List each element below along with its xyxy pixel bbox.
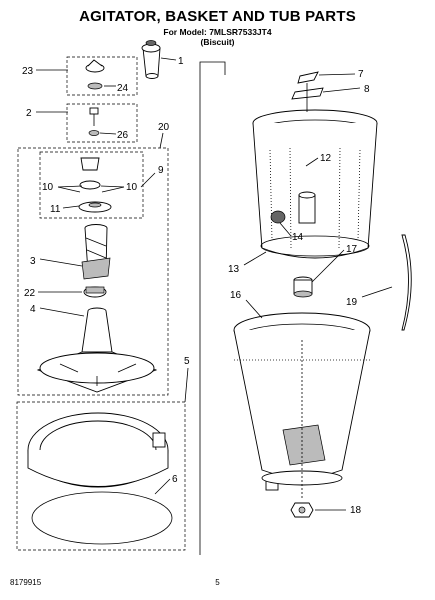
label-24: 24 [117, 83, 129, 94]
agitator-base-part [36, 307, 158, 393]
outer-tub-part [233, 312, 371, 491]
assembly-connector-line [199, 61, 226, 555]
page-title: AGITATOR, BASKET AND TUB PARTS [79, 8, 356, 25]
callout-labels: 1 2 3 4 5 6 7 8 9 10 10 11 12 13 14 16 [22, 56, 393, 516]
color-label: (Biscuit) [200, 37, 235, 47]
label-8: 8 [364, 84, 370, 95]
agitator-top-part [141, 40, 161, 79]
callout-box-2 [66, 103, 138, 143]
label-6: 6 [172, 474, 178, 485]
document-number: 8179915 [10, 578, 42, 587]
model-number: For Model: 7MLSR7533JT4 [163, 27, 272, 37]
drive-bell-part [83, 286, 107, 298]
hex-nut-part [290, 502, 314, 518]
label-10-left: 10 [42, 182, 54, 193]
label-16: 16 [230, 290, 242, 301]
label-3: 3 [30, 256, 36, 267]
label-22: 22 [24, 288, 36, 299]
label-26: 26 [117, 130, 129, 141]
label-7: 7 [358, 69, 364, 80]
label-13: 13 [228, 264, 240, 275]
label-18: 18 [350, 505, 362, 516]
page-number: 5 [215, 578, 220, 587]
label-23: 23 [22, 66, 34, 77]
tub-seal-part [293, 276, 313, 298]
label-2: 2 [26, 108, 32, 119]
tub-ring-part [27, 412, 169, 488]
label-19: 19 [346, 297, 358, 308]
agitator-cap-part [85, 59, 105, 90]
callout-box-23 [66, 56, 138, 96]
agitator-dog-cam-part [78, 157, 112, 213]
tub-ring-seal-part [31, 491, 173, 545]
label-12: 12 [320, 153, 332, 164]
callout-box-20 [17, 147, 169, 396]
label-9: 9 [158, 165, 164, 176]
snubber-hose-part [401, 234, 412, 331]
basket-drive-hub-part [291, 87, 324, 100]
label-11: 11 [50, 204, 61, 215]
basket-nut-part [297, 71, 319, 84]
label-4: 4 [30, 304, 36, 315]
label-10-right: 10 [126, 182, 138, 193]
spin-basket-part [252, 109, 378, 259]
label-1: 1 [178, 56, 184, 67]
auger-part [81, 224, 111, 280]
label-20: 20 [158, 122, 170, 133]
agitator-bolt-part [88, 107, 100, 136]
label-5: 5 [184, 356, 190, 367]
callout-box-5 [16, 401, 186, 551]
label-14: 14 [292, 232, 304, 243]
label-17: 17 [346, 244, 358, 255]
